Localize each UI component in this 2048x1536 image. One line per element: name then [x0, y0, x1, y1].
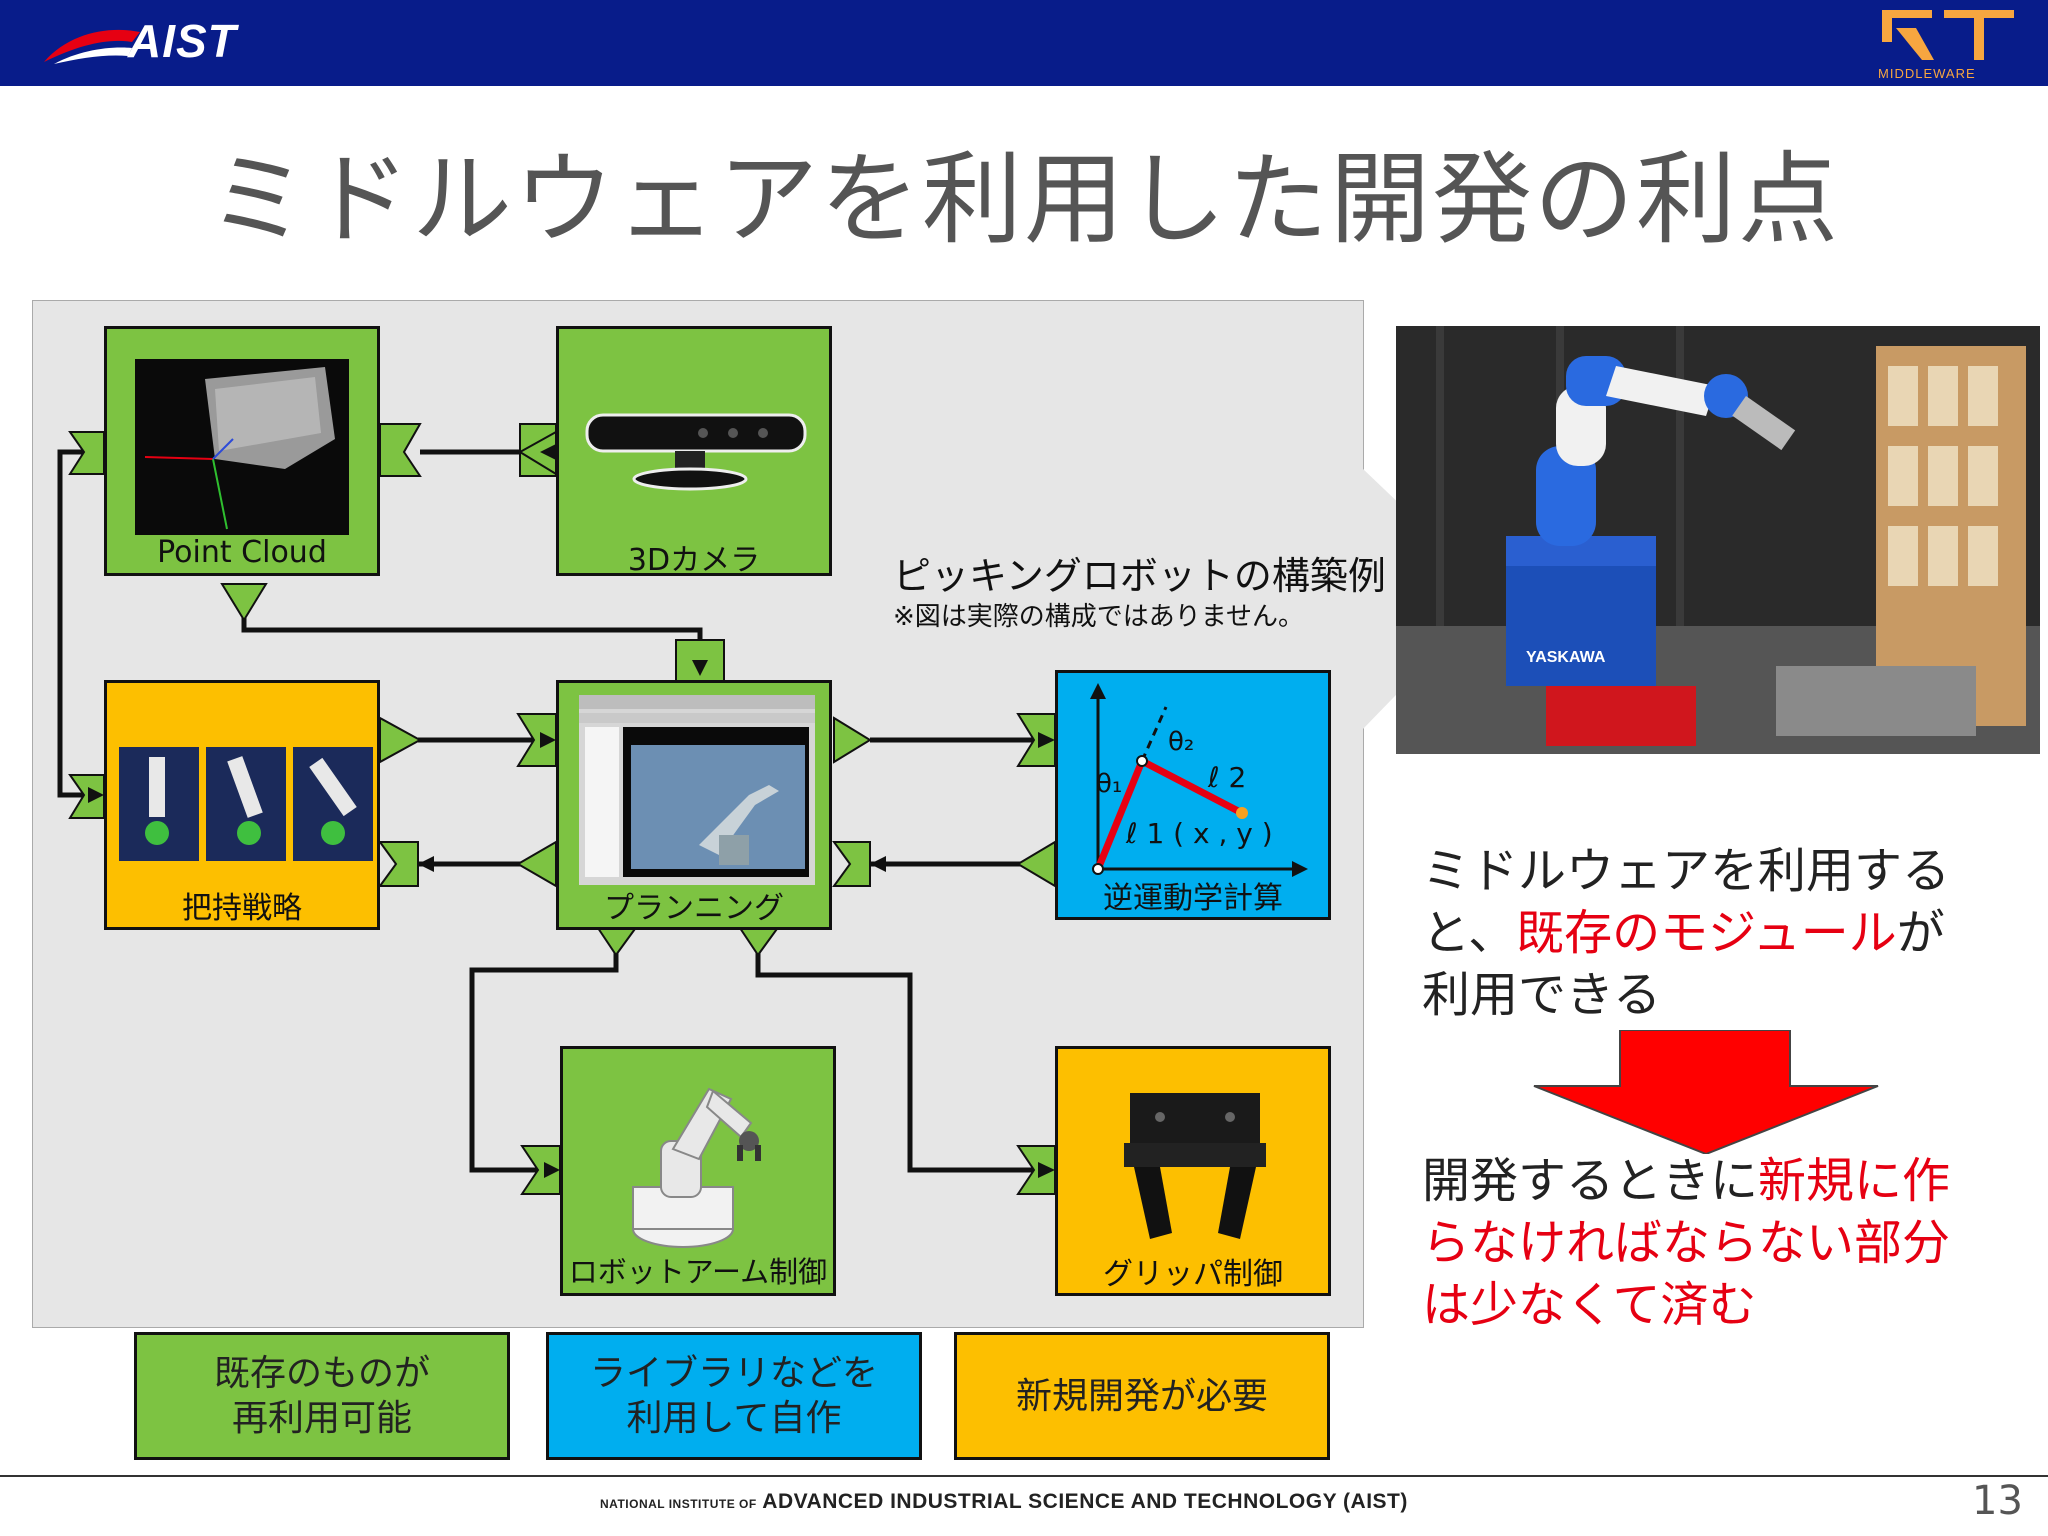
callout-note: ※図は実際の構成ではありません。	[893, 602, 1305, 632]
benefit-line-2-prefix: と、	[1422, 905, 1517, 961]
footer-main-text: ADVANCED INDUSTRIAL SCIENCE AND TECHNOLO…	[762, 1490, 1408, 1513]
page-number: 13	[1972, 1478, 2023, 1524]
planning-software-screenshot	[579, 695, 815, 885]
node-label-gripper-control: グリッパ制御	[1103, 1257, 1283, 1292]
result-prefix: 開発するときに	[1422, 1153, 1759, 1209]
kinematics-diagram	[1090, 683, 1308, 877]
result-line-1: 開発するときに新規に作	[1422, 1150, 2022, 1212]
result-highlight-3: は少なくて済む	[1422, 1277, 1757, 1333]
aist-logo-text: AIST	[128, 15, 237, 67]
robot-arm-icon	[632, 1087, 761, 1248]
header-bar	[0, 0, 2048, 86]
node-label-point-cloud: Point Cloud	[157, 535, 327, 570]
robot-photo: YASKAWA	[1396, 326, 2040, 754]
node-grasp-strategy: 把持戦略	[104, 680, 380, 930]
legend-reusable: 既存のものが 再利用可能	[134, 1332, 510, 1460]
grasp-images	[119, 747, 373, 861]
benefit-highlight-existing-modules: 既存のモジュール	[1516, 905, 1897, 961]
node-point-cloud: Point Cloud	[104, 326, 380, 576]
node-label-inverse-kinematics: 逆運動学計算	[1103, 881, 1283, 916]
node-label-robot-arm-control: ロボットアーム制御	[568, 1255, 828, 1289]
node-label-grasp-strategy: 把持戦略	[182, 891, 302, 926]
rt-logo-subtext: MIDDLEWARE	[1878, 66, 1976, 81]
result-text: 開発するときに新規に作 らなければならない部分 は少なくて済む	[1422, 1150, 2022, 1336]
kinect-camera-icon	[585, 413, 807, 491]
benefit-line-3: 利用できる	[1422, 967, 1662, 1023]
callout-title: ピッキングロボットの構築例	[893, 554, 1386, 598]
footer-small-text: NATIONAL INSTITUTE OF	[600, 1497, 757, 1511]
result-arrow	[1533, 1030, 1879, 1154]
aist-logo-swoosh	[44, 29, 140, 64]
theta2-label: θ₂	[1168, 727, 1195, 757]
link2-label: ℓ 2	[1208, 761, 1247, 794]
node-inverse-kinematics: θ₁ θ₂ ℓ 2 ℓ 1 ( x , y ) 逆運動学計算	[1055, 670, 1331, 920]
photo-brand-text: YASKAWA	[1526, 649, 1606, 666]
point-cloud-image	[135, 359, 349, 535]
benefit-line-1: ミドルウェアを利用する	[1422, 843, 1951, 899]
node-label-planning: プランニング	[604, 891, 784, 926]
link1-label: ℓ 1 ( x , y )	[1126, 817, 1273, 850]
legend-new-development: 新規開発が必要	[954, 1332, 1330, 1460]
gripper-icon	[1124, 1093, 1266, 1239]
node-planning: プランニング	[556, 680, 832, 930]
footer-divider	[0, 1475, 2048, 1477]
theta1-label: θ₁	[1096, 769, 1123, 799]
node-3d-camera: 3Dカメラ	[556, 326, 832, 578]
result-highlight-1: 新規に作	[1758, 1153, 1951, 1209]
footer-organization: NATIONAL INSTITUTE OF ADVANCED INDUSTRIA…	[600, 1490, 1408, 1514]
node-robot-arm-control: ロボットアーム制御	[560, 1046, 836, 1296]
benefit-line-2: と、既存のモジュールが	[1422, 902, 2022, 964]
benefit-line-2-suffix: が	[1896, 905, 1945, 961]
slide-title: ミドルウェアを利用した開発の利点	[208, 141, 1840, 258]
node-gripper-control: グリッパ制御	[1055, 1046, 1331, 1296]
result-highlight-2: らなければならない部分	[1422, 1215, 1951, 1271]
rt-middleware-logo	[1882, 10, 2014, 60]
benefit-text: ミドルウェアを利用する と、既存のモジュールが 利用できる	[1422, 840, 2022, 1026]
node-label-3d-camera: 3Dカメラ	[627, 543, 761, 578]
legend-library: ライブラリなどを 利用して自作	[546, 1332, 922, 1460]
